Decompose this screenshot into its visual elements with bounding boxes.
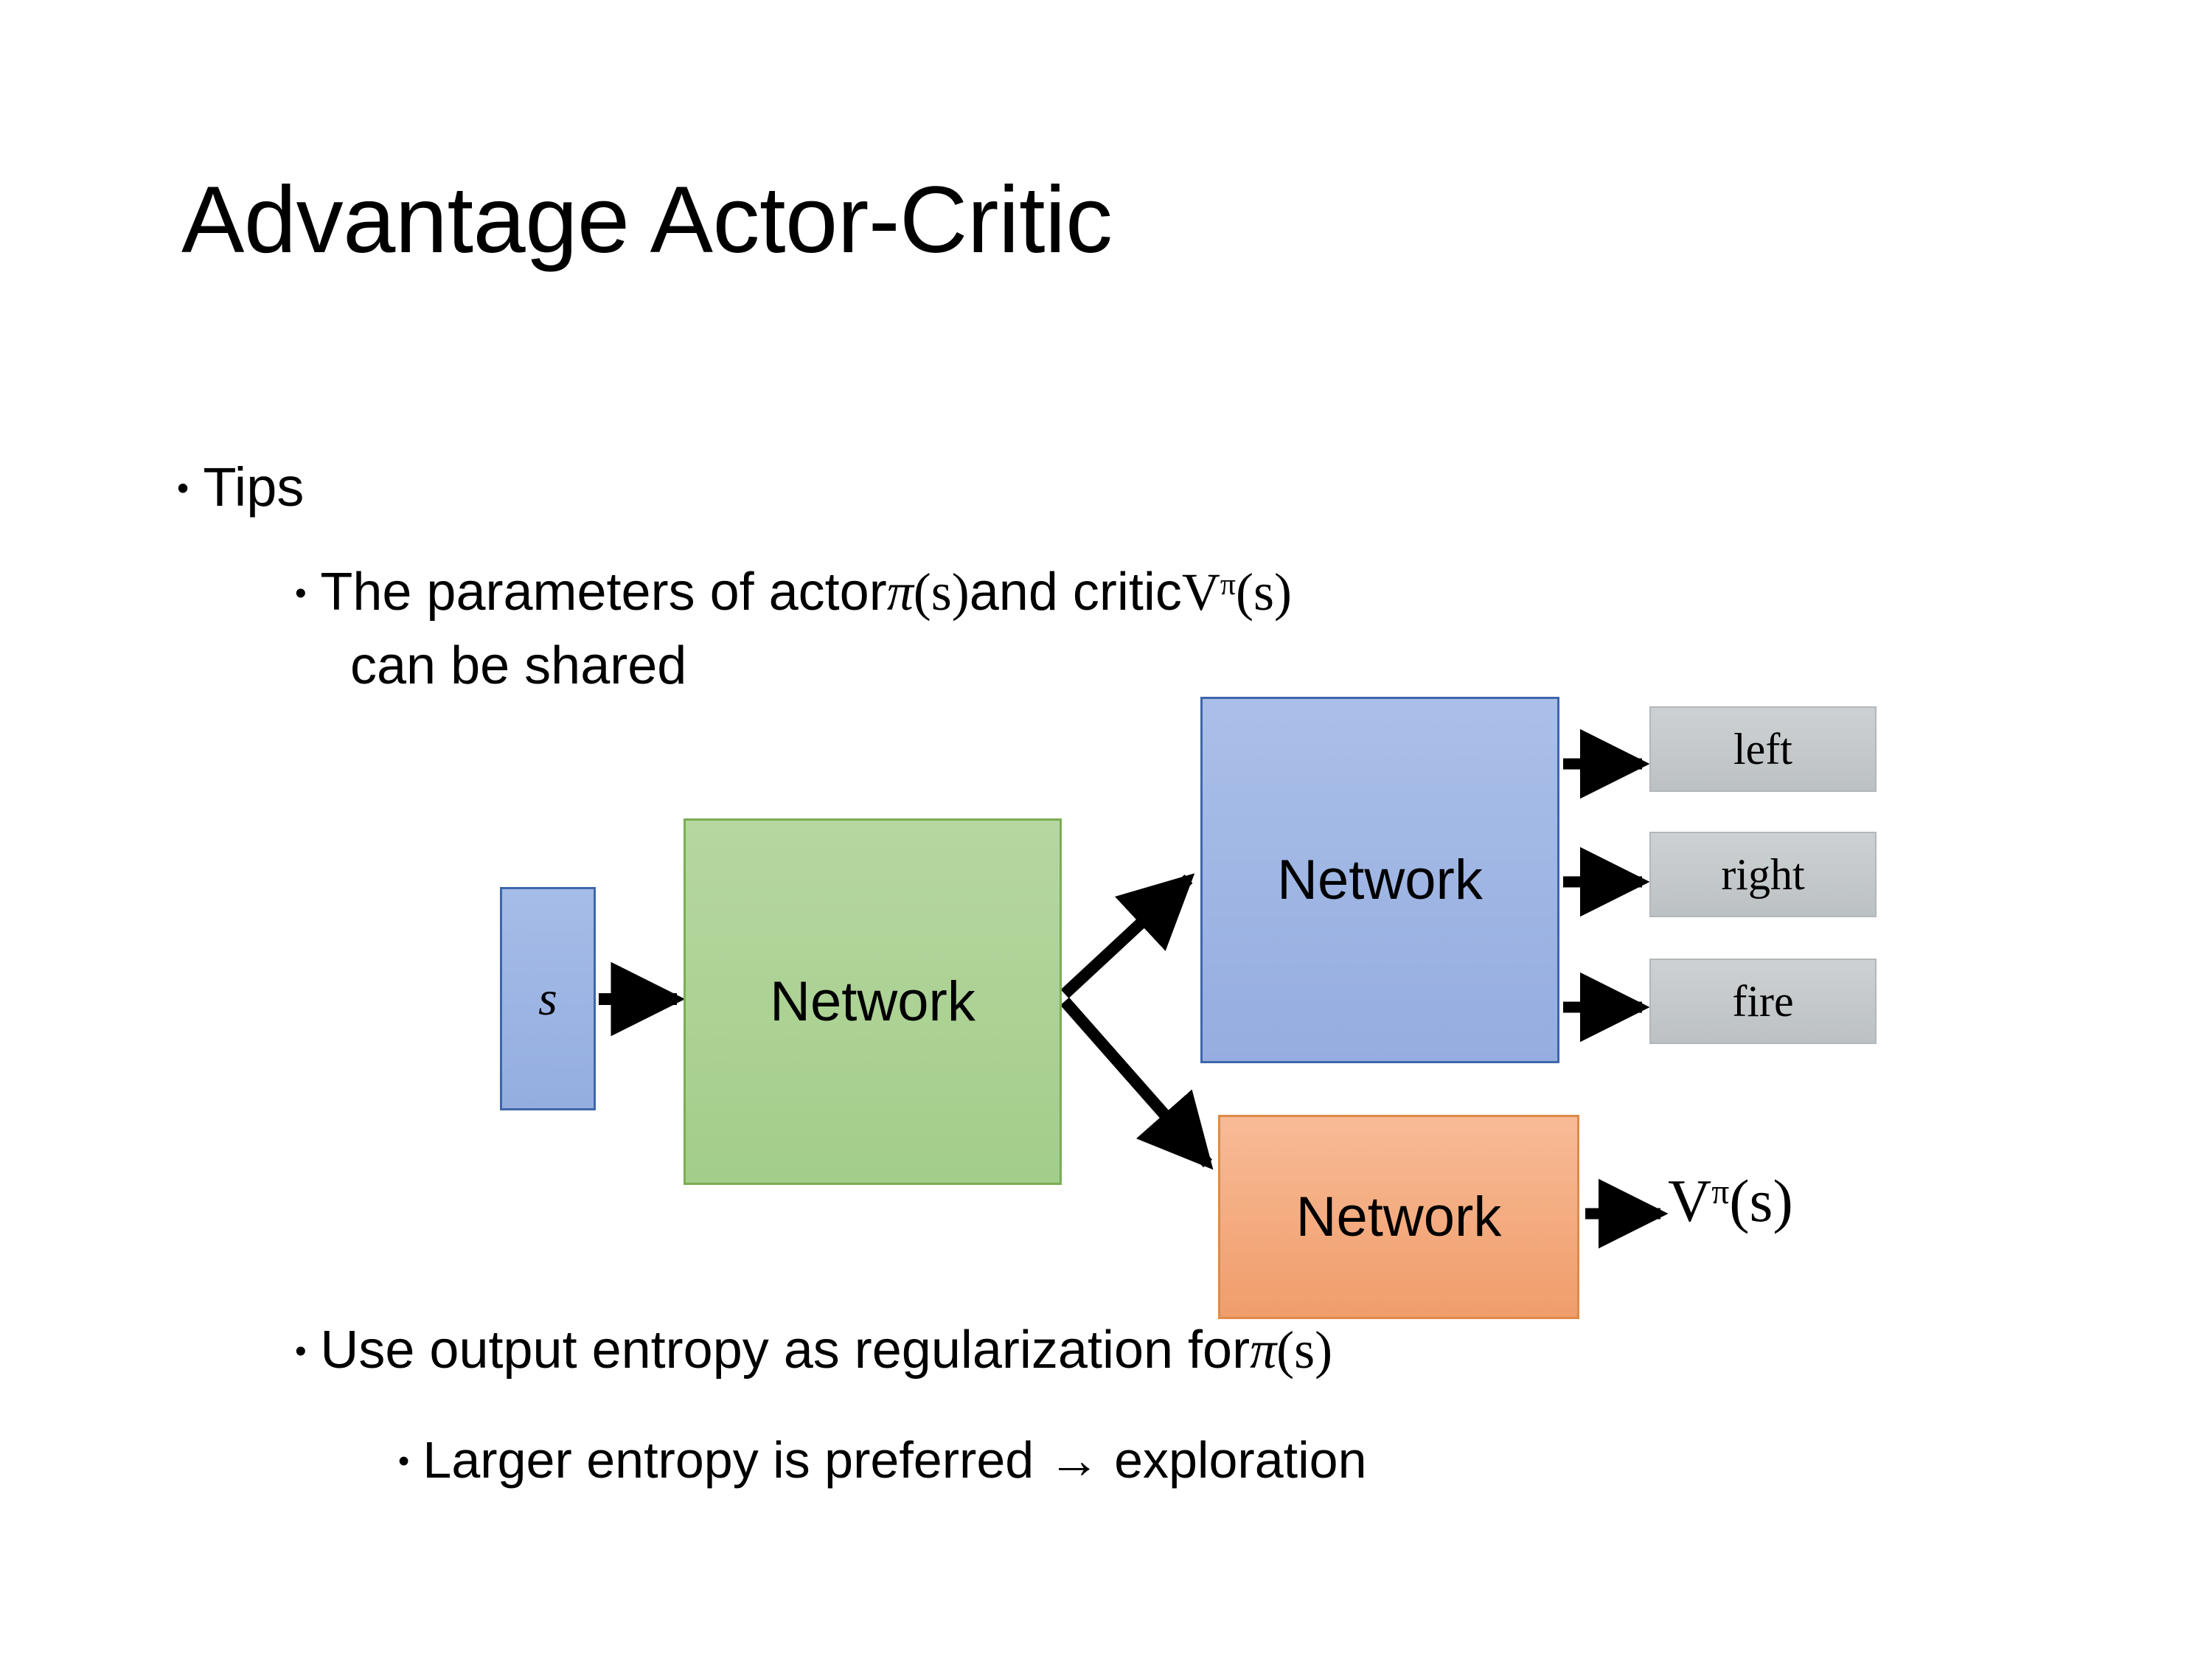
value-output-label: Vπ(s) bbox=[1668, 1167, 1793, 1234]
critic-network-box[interactable]: Network bbox=[1218, 1115, 1579, 1319]
arrow-shared-to-actor bbox=[1060, 873, 1195, 998]
bullet-larger-entropy-label: Larger entropy is preferred → exploratio… bbox=[422, 1431, 1367, 1489]
math-v-pi-of-s: Vπ(s) bbox=[1181, 563, 1292, 622]
action-output-right-label: right bbox=[1721, 849, 1805, 899]
bullet-entropy-regularization: • Use output entropy as regularization f… bbox=[295, 1320, 1332, 1381]
bullet-glyph-icon: • bbox=[398, 1444, 410, 1480]
bullet-glyph-icon: • bbox=[295, 574, 307, 611]
arrow-shared-to-critic bbox=[1060, 997, 1214, 1170]
bullet-shared-parameters: • The parameters of actor π(s) and criti… bbox=[295, 562, 1292, 623]
math-pi-of-s: π(s) bbox=[1250, 1321, 1333, 1380]
action-output-fire-label: fire bbox=[1732, 976, 1794, 1026]
critic-network-label: Network bbox=[1295, 1186, 1502, 1248]
page-title: Advantage Actor-Critic bbox=[181, 167, 1113, 273]
math-pi-of-s: π(s) bbox=[886, 563, 970, 622]
bullet-tips: • Tips bbox=[177, 456, 304, 518]
bullet-larger-entropy: • Larger entropy is preferred → explorat… bbox=[398, 1430, 1367, 1489]
action-output-fire[interactable]: fire bbox=[1649, 959, 1877, 1044]
bullet-shared-parameters-pre: The parameters of actor bbox=[320, 563, 887, 622]
bullet-shared-parameters-line2: can be shared bbox=[350, 636, 686, 696]
bullet-glyph-icon: • bbox=[295, 1332, 307, 1369]
bullet-entropy-pre: Use output entropy as regularization for bbox=[320, 1321, 1251, 1380]
actor-network-box[interactable]: Network bbox=[1200, 697, 1559, 1063]
bullet-tips-label: Tips bbox=[203, 456, 305, 518]
state-input-label: s bbox=[538, 971, 557, 1026]
shared-network-box[interactable]: Network bbox=[684, 818, 1062, 1185]
bullet-shared-parameters-line2-label: can be shared bbox=[350, 636, 687, 695]
shared-network-label: Network bbox=[770, 970, 975, 1033]
action-output-right[interactable]: right bbox=[1649, 832, 1877, 917]
state-input-box[interactable]: s bbox=[500, 887, 596, 1110]
bullet-shared-parameters-mid: and critic bbox=[969, 563, 1182, 622]
actor-network-label: Network bbox=[1277, 849, 1483, 911]
action-output-left-label: left bbox=[1733, 724, 1792, 773]
bullet-glyph-icon: • bbox=[177, 468, 189, 507]
action-output-left[interactable]: left bbox=[1649, 706, 1877, 792]
